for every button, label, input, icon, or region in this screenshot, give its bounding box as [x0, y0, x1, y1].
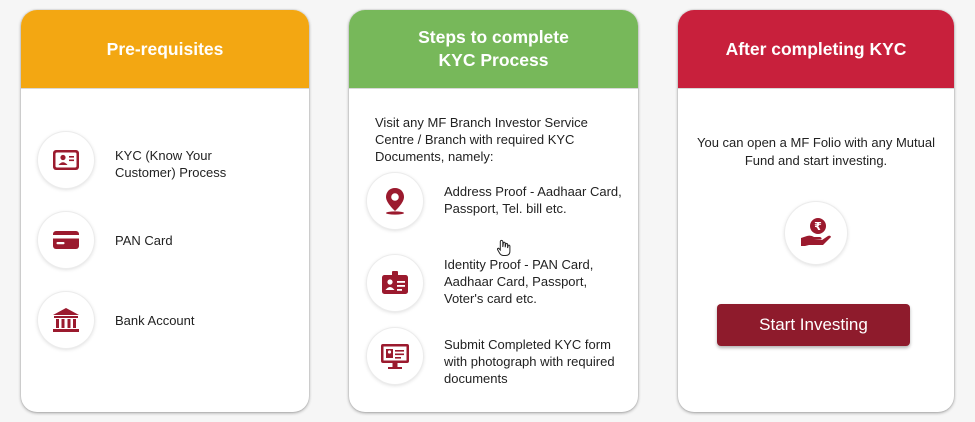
monitor-form-icon	[367, 328, 423, 384]
id-card-icon	[38, 132, 94, 188]
address-proof-label: Address Proof - Aadhaar Card, Passport, …	[444, 184, 622, 216]
kyc-process-label: KYC (Know Your Customer) Process	[115, 148, 227, 180]
location-pin-icon	[367, 173, 423, 229]
prerequisites-title: Pre-requisites	[21, 10, 309, 89]
bank-account-label: Bank Account	[115, 313, 195, 328]
pan-card-label: PAN Card	[115, 233, 173, 248]
rupee-hand-icon: ₹	[785, 202, 847, 264]
after-kyc-card: After completing KYC You can open a MF F…	[678, 10, 954, 412]
steps-card: Steps to complete KYC Process Visit any …	[349, 10, 638, 412]
after-kyc-description: You can open a MF Folio with any Mutual …	[697, 135, 935, 168]
start-investing-button[interactable]: Start Investing	[717, 304, 910, 346]
svg-text:₹: ₹	[814, 220, 822, 233]
bank-icon	[38, 292, 94, 348]
hand-cursor-icon	[496, 239, 512, 262]
after-kyc-title: After completing KYC	[678, 10, 954, 89]
prerequisites-card: Pre-requisites KYC (Know Your Customer) …	[21, 10, 309, 412]
identity-card-icon	[367, 255, 423, 311]
steps-intro: Visit any MF Branch Investor Service Cen…	[375, 115, 588, 164]
submit-kyc-label: Submit Completed KYC form with photograp…	[444, 337, 615, 386]
credit-card-icon	[38, 212, 94, 268]
steps-title: Steps to complete KYC Process	[349, 10, 638, 89]
identity-proof-label: Identity Proof - PAN Card, Aadhaar Card,…	[444, 257, 594, 306]
